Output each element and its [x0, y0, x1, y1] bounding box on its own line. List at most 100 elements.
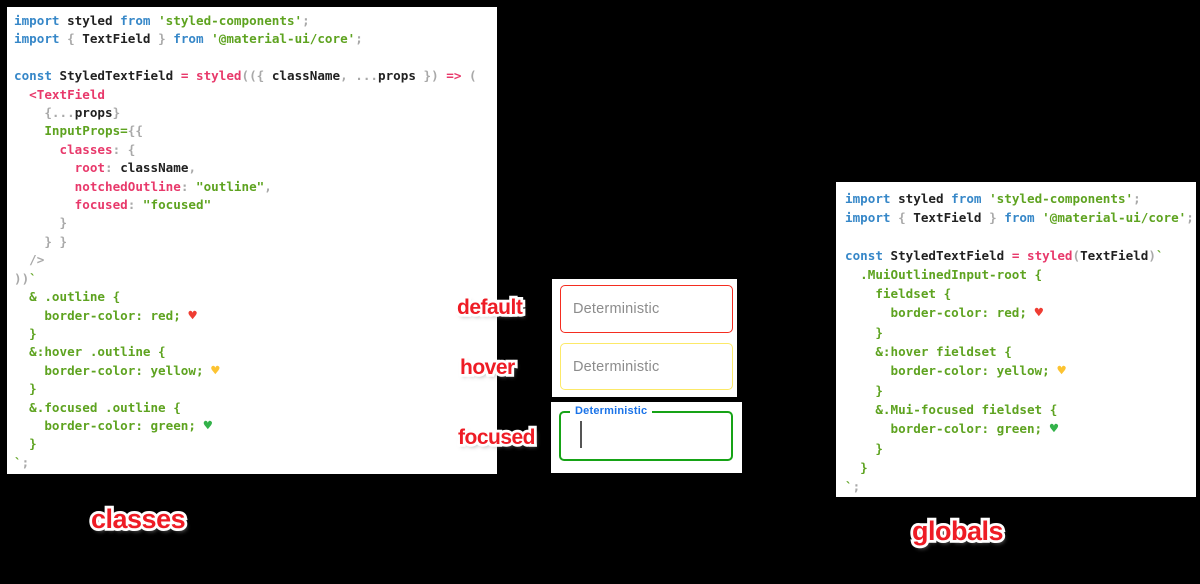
- code-line: const StyledTextField = styled(TextField…: [845, 246, 1196, 265]
- code-token: [14, 197, 75, 212]
- code-token: TextField: [1080, 248, 1149, 263]
- code-token: ,: [340, 68, 356, 84]
- code-token: ): [1148, 248, 1156, 263]
- code-line: `;: [845, 477, 1196, 496]
- textfield-hover-placeholder: Deterministic: [573, 358, 660, 375]
- code-token: import: [14, 31, 68, 47]
- code-token: ♥: [1057, 363, 1066, 379]
- code-block-classes: import styled from 'styled-components'; i…: [14, 12, 497, 472]
- code-line: &:hover fieldset {: [845, 342, 1196, 361]
- code-token: styled: [1027, 248, 1073, 263]
- code-line: focused: "focused": [14, 196, 497, 214]
- code-token: className: [271, 68, 341, 84]
- code-token: [14, 123, 44, 138]
- code-token: ...: [355, 68, 379, 84]
- code-token: import: [845, 210, 899, 225]
- code-token: "focused": [142, 197, 212, 213]
- textfield-hover[interactable]: Deterministic: [560, 343, 733, 390]
- code-token: import: [14, 13, 68, 28]
- code-token: TextField: [913, 210, 982, 225]
- code-token: ;: [302, 13, 310, 28]
- code-token: `: [1155, 248, 1164, 263]
- code-token: :: [127, 197, 143, 213]
- code-token: [14, 87, 29, 102]
- code-token: .MuiOutlinedInput-root {: [845, 267, 1043, 282]
- code-token: }: [14, 436, 37, 452]
- code-line: &:hover .outline {: [14, 343, 497, 361]
- code-token: StyledTextField: [59, 68, 181, 84]
- code-token: ,: [264, 178, 272, 194]
- code-token: ♥: [188, 307, 197, 324]
- code-token: }: [112, 105, 121, 121]
- textfield-default[interactable]: Deterministic: [560, 285, 733, 333]
- code-token: <TextField: [29, 86, 105, 102]
- code-token: styled: [196, 68, 242, 84]
- label-globals: globals: [912, 516, 1004, 547]
- code-token: }: [845, 325, 883, 340]
- code-token: }: [14, 215, 68, 231]
- code-token: ♥: [203, 417, 212, 434]
- code-line: const StyledTextField = styled(({ classN…: [14, 67, 497, 85]
- code-token: import: [845, 191, 899, 206]
- code-line: }: [845, 458, 1196, 477]
- code-token: border-color: yellow;: [14, 362, 212, 378]
- code-token: from: [120, 13, 159, 28]
- code-token: }: [14, 325, 37, 341]
- code-token: }): [415, 68, 447, 84]
- code-token: 'styled-components': [158, 13, 303, 28]
- code-token: border-color: yellow;: [845, 363, 1058, 378]
- code-token: [14, 160, 75, 175]
- code-token: className: [120, 160, 189, 176]
- code-token: =: [1011, 248, 1027, 263]
- code-token: '@material-ui/core': [1042, 210, 1187, 225]
- code-token: ;: [1133, 191, 1141, 206]
- code-token: from: [1004, 210, 1043, 225]
- code-line: }: [14, 325, 497, 343]
- code-line: }: [14, 435, 497, 453]
- code-line: {...props}: [14, 104, 497, 122]
- code-token: TextField: [82, 31, 151, 47]
- code-token: (: [469, 68, 477, 84]
- code-token: )): [14, 270, 30, 286]
- label-focused: focused: [458, 426, 536, 449]
- code-token: border-color: green;: [14, 417, 204, 433]
- textfield-focused[interactable]: Deterministic: [559, 405, 733, 461]
- code-token: 'styled-components': [989, 191, 1134, 206]
- code-token: classes: [59, 141, 113, 157]
- code-line: ))`: [14, 270, 497, 288]
- code-token: "outline": [196, 178, 265, 194]
- code-token: {: [898, 210, 914, 225]
- code-line: }: [14, 214, 497, 232]
- textfield-default-placeholder: Deterministic: [573, 301, 660, 317]
- code-line: />: [14, 251, 497, 269]
- code-panel-classes: import styled from 'styled-components'; i…: [7, 7, 497, 474]
- code-line: root: className,: [14, 159, 497, 177]
- code-token: ;: [1186, 210, 1194, 225]
- code-token: ;: [355, 31, 363, 47]
- code-token: }: [845, 460, 868, 475]
- code-line: [14, 49, 497, 67]
- code-token: border-color: red;: [845, 305, 1035, 320]
- code-token: fieldset {: [845, 286, 952, 301]
- code-line: InputProps={{: [14, 122, 497, 140]
- code-line: }: [845, 381, 1196, 400]
- code-token: =: [180, 68, 196, 84]
- code-line: &.Mui-focused fieldset {: [845, 400, 1196, 419]
- code-token: }: [845, 383, 883, 398]
- code-token: ;: [852, 479, 861, 494]
- code-token: from: [173, 31, 212, 47]
- code-token: {: [127, 141, 136, 157]
- code-token: border-color: green;: [845, 421, 1050, 436]
- label-hover: hover: [460, 356, 515, 379]
- code-token: &:hover .outline {: [14, 344, 166, 360]
- code-line: &.focused .outline {: [14, 399, 497, 417]
- code-line: border-color: green; ♥: [845, 419, 1196, 439]
- code-token: notchedOutline: [74, 178, 181, 194]
- code-token: `: [29, 270, 37, 286]
- textfield-demo-card-top: Deterministic Deterministic: [552, 279, 737, 397]
- code-line: border-color: yellow; ♥: [845, 361, 1196, 381]
- code-line: import styled from 'styled-components';: [845, 189, 1196, 208]
- code-line: .MuiOutlinedInput-root {: [845, 265, 1196, 284]
- code-token: props: [74, 105, 113, 121]
